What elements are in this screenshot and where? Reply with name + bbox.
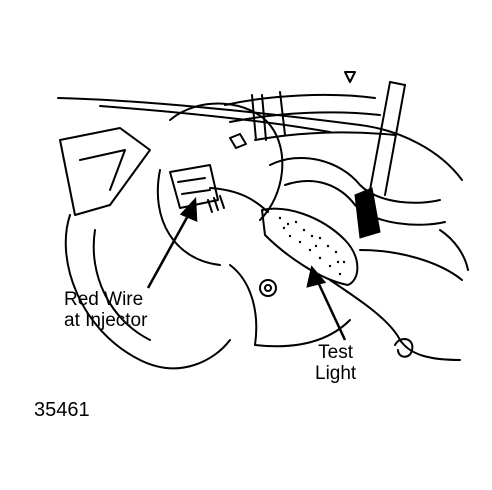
hose-clip-2 [279, 91, 286, 136]
rod-right [369, 81, 406, 196]
test-light-label-line1: Test [318, 342, 354, 363]
hose-clamp [354, 187, 381, 239]
hose-large-upper [269, 157, 441, 204]
injector-connector [169, 164, 219, 209]
hose-top-3 [254, 131, 396, 141]
injector-connector-inner [177, 177, 211, 195]
right-lower-curve [359, 249, 463, 281]
hose-clip-1 [251, 94, 267, 141]
bracket-lower-right [439, 229, 469, 271]
hose-top-1 [224, 93, 376, 106]
figure-number: 35461 [34, 399, 90, 421]
test-light-label-line2: Light [315, 363, 357, 384]
arrow-red-wire-head [179, 196, 198, 222]
lower-body [229, 264, 351, 348]
arrow-test-light-head [306, 265, 327, 288]
bracket-left-inner [79, 149, 126, 191]
bolt-center [264, 284, 272, 292]
rod-right-tip [389, 81, 406, 86]
red-wire-label-line1: Red Wire [64, 289, 144, 310]
test-light-body [261, 207, 359, 286]
housing-left [64, 214, 231, 370]
arrow-red-wire-line [146, 211, 192, 289]
test-light-label: Test Light [315, 342, 356, 384]
red-wire-label-line2: at Injector [64, 310, 148, 331]
arrow-test-light-line [316, 281, 347, 341]
hood-outline [57, 97, 463, 181]
throttle-body [169, 102, 284, 221]
injector-terminals [207, 195, 225, 213]
hose-top-2 [229, 111, 381, 123]
bracket-tab [229, 133, 247, 149]
bolt-head [259, 279, 277, 297]
throttle-body-lower [156, 169, 221, 266]
hood-inner-line [99, 105, 331, 133]
test-light-shading [278, 216, 346, 276]
red-wire-label: Red Wire at Injector [64, 289, 147, 331]
hose-large-lower [284, 180, 446, 226]
housing-left-inner [92, 229, 151, 341]
small-bolt-top [344, 71, 356, 83]
bracket-left [59, 127, 151, 216]
coil-right [394, 338, 414, 358]
